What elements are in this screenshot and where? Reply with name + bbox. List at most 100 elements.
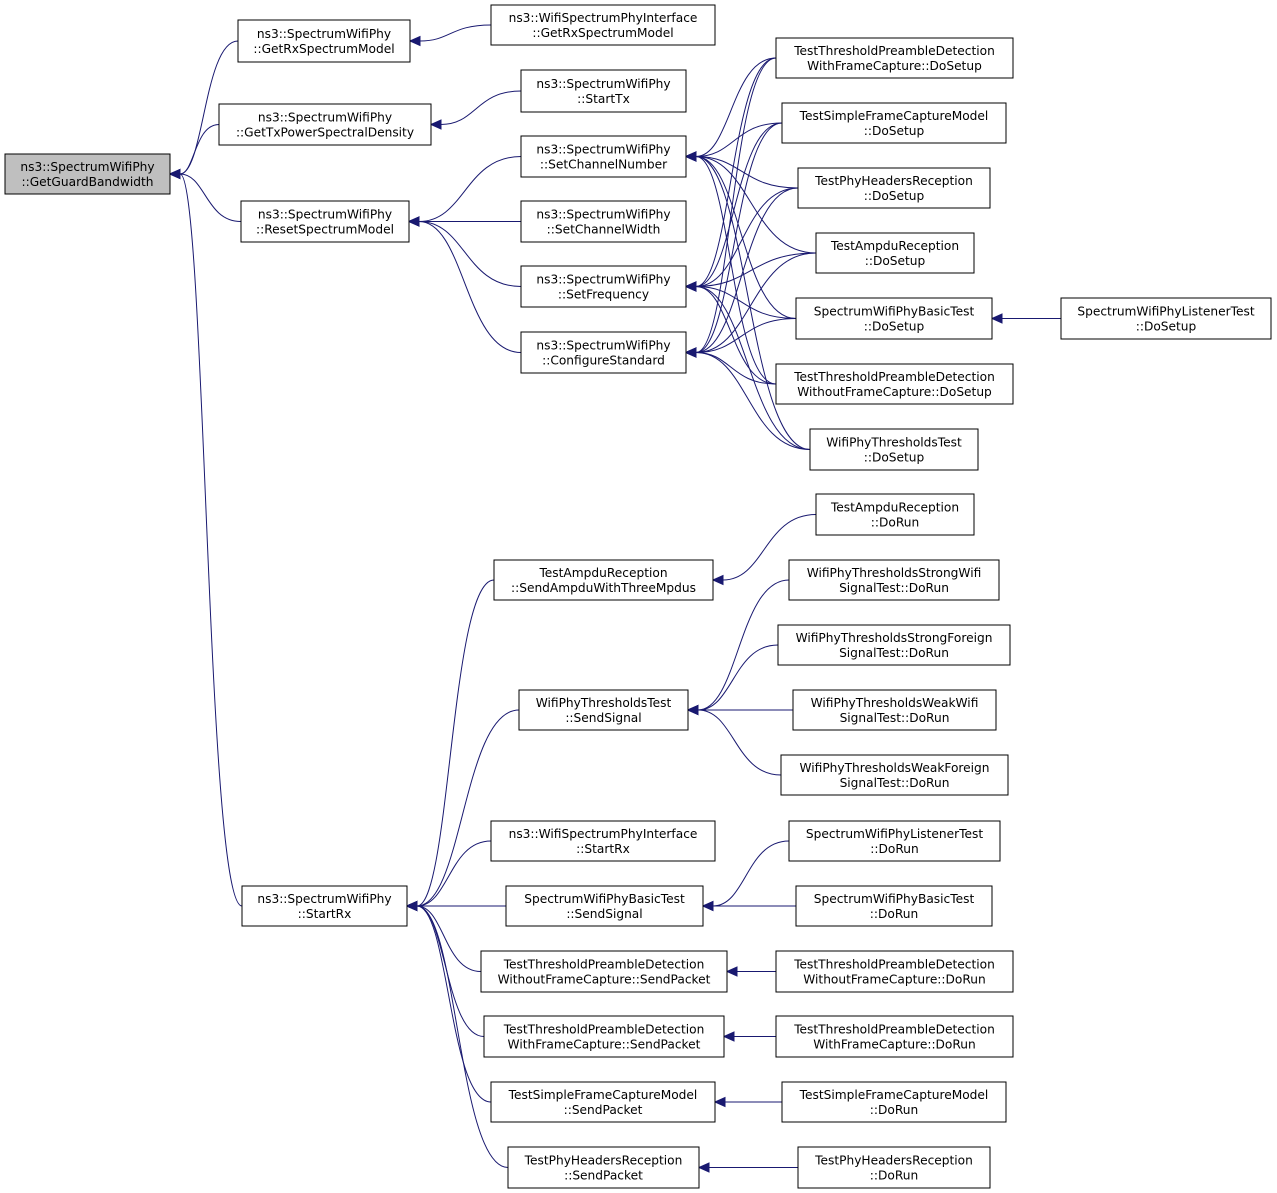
node-label-line: ::SetFrequency (558, 288, 649, 302)
node-label-line: ::SendSignal (566, 907, 642, 921)
node-ttpdwfc-setup[interactable]: TestThresholdPreambleDetectionWithFrameC… (775, 37, 1014, 79)
node-swpbt-run[interactable]: SpectrumWifiPhyBasicTest::DoRun (795, 885, 993, 927)
node-label-line: ns3::SpectrumWifiPhy (536, 339, 670, 353)
node-box (775, 37, 1014, 79)
edge-wptt-setup-to-setfreq (695, 286, 811, 450)
edge-gettxpsd-to-getguard (179, 124, 220, 175)
edge-wptt-setup-to-setchnum (695, 156, 811, 450)
edge-tphr-setup-to-setchnum (695, 156, 799, 189)
edge-tar-setup-to-confstd (695, 252, 817, 353)
edge-setfreq-to-reset (418, 221, 522, 287)
node-swplt-setup[interactable]: SpectrumWifiPhyListenerTest::DoSetup (1060, 297, 1272, 340)
node-tsfcm-send[interactable]: TestSimpleFrameCaptureModel::SendPacket (490, 1081, 716, 1123)
arrowhead (686, 704, 699, 716)
node-ifstartrx[interactable]: ns3::WifiSpectrumPhyInterface::StartRx (490, 820, 716, 862)
node-label-line: SpectrumWifiPhyBasicTest (814, 892, 975, 906)
node-label-line: TestThresholdPreambleDetection (503, 1023, 705, 1037)
node-label-line: ::SendPacket (564, 1169, 643, 1183)
node-label-line: ::SendAmpduWithThreeMpdus (511, 581, 696, 595)
node-ttpdwofc-send[interactable]: TestThresholdPreambleDetectionWithoutFra… (480, 950, 728, 993)
node-ifgetrx[interactable]: ns3::WifiSpectrumPhyInterface::GetRxSpec… (490, 4, 716, 46)
node-label-line: ::DoSetup (865, 254, 926, 268)
arrowhead (722, 1031, 735, 1042)
node-tphr-setup[interactable]: TestPhyHeadersReception::DoSetup (797, 167, 991, 209)
node-box (490, 1081, 716, 1123)
node-label-line: ::DoRun (870, 907, 918, 921)
node-box (241, 885, 408, 927)
node-label-line: ns3::SpectrumWifiPhy (258, 111, 392, 125)
node-setfreq[interactable]: ns3::SpectrumWifiPhy::SetFrequency (520, 265, 687, 308)
node-ttpdwfc-send[interactable]: TestThresholdPreambleDetectionWithFrameC… (483, 1015, 725, 1058)
node-tsfcm-setup[interactable]: TestSimpleFrameCaptureModel::DoSetup (781, 102, 1007, 144)
edge-swpbt-setup-to-setchnum (695, 156, 797, 319)
node-starttx[interactable]: ns3::SpectrumWifiPhy::StartTx (520, 69, 687, 113)
node-wptt-send[interactable]: WifiPhyThresholdsTest::SendSignal (518, 689, 689, 731)
node-tphr-run[interactable]: TestPhyHeadersReception::DoRun (797, 1146, 991, 1189)
node-getguard[interactable]: ns3::SpectrumWifiPhy::GetGuardBandwidth (4, 153, 171, 195)
node-box (4, 153, 171, 195)
node-label-line: ::DoRun (870, 842, 918, 856)
node-label-line: TestPhyHeadersReception (524, 1154, 683, 1168)
node-swpbt-send[interactable]: SpectrumWifiPhyBasicTest::SendSignal (505, 885, 704, 927)
arrowhead (713, 1096, 726, 1108)
node-label-line: ::SetChannelWidth (547, 223, 661, 237)
node-confstd[interactable]: ns3::SpectrumWifiPhy::ConfigureStandard (520, 331, 687, 374)
edge-startrx-to-getguard (179, 173, 243, 907)
node-wptwf-run[interactable]: WifiPhyThresholdsWeakForeignSignalTest::… (780, 754, 1009, 796)
node-label-line: TestSimpleFrameCaptureModel (799, 1088, 989, 1102)
node-label-line: ::GetRxSpectrumModel (532, 26, 673, 40)
node-label-line: ::ResetSpectrumModel (256, 223, 394, 237)
node-label-line: WithFrameCapture::DoSetup (807, 59, 982, 73)
arrowhead (429, 119, 442, 130)
node-label-line: ns3::SpectrumWifiPhy (258, 208, 392, 222)
node-label-line: TestAmpduReception (830, 239, 959, 253)
node-setchnum[interactable]: ns3::SpectrumWifiPhy::SetChannelNumber (520, 135, 687, 178)
node-label-line: SpectrumWifiPhyListenerTest (806, 827, 983, 841)
node-tphr-send[interactable]: TestPhyHeadersReception::SendPacket (507, 1146, 700, 1189)
node-tar-run[interactable]: TestAmpduReception::DoRun (815, 493, 975, 536)
node-label-line: ::DoSetup (864, 451, 925, 465)
node-label-line: SignalTest::DoRun (839, 646, 949, 660)
edge-ttpdwofc-setup-to-setchnum (695, 156, 777, 385)
node-box (520, 200, 687, 243)
node-tar-send[interactable]: TestAmpduReception::SendAmpduWithThreeMp… (493, 559, 714, 601)
arrowhead (697, 1162, 710, 1173)
arrowhead (684, 281, 697, 292)
node-startrx[interactable]: ns3::SpectrumWifiPhy::StartRx (241, 885, 408, 927)
node-label-line: WifiPhyThresholdsStrongForeign (796, 631, 993, 645)
node-setchw[interactable]: ns3::SpectrumWifiPhy::SetChannelWidth (520, 200, 687, 243)
node-label-line: ::DoSetup (864, 320, 925, 334)
edge-ttpdwfc-setup-to-setchnum (695, 57, 777, 157)
node-tsfcm-run[interactable]: TestSimpleFrameCaptureModel::DoRun (781, 1081, 1007, 1123)
node-reset[interactable]: ns3::SpectrumWifiPhy::ResetSpectrumModel (240, 200, 410, 243)
node-label-line: WithoutFrameCapture::DoSetup (797, 385, 992, 399)
node-swpbt-setup[interactable]: SpectrumWifiPhyBasicTest::DoSetup (795, 297, 993, 340)
edge-ifgetrx-to-getrx (419, 24, 492, 42)
node-gettxpsd[interactable]: ns3::SpectrumWifiPhy::GetTxPowerSpectral… (218, 103, 432, 146)
edge-ttpdwfc-setup-to-confstd (695, 57, 777, 353)
graph-nodes: ns3::SpectrumWifiPhy::GetGuardBandwidthn… (4, 4, 1272, 1189)
node-label-line: ::StartRx (298, 907, 352, 921)
node-wptsw-run[interactable]: WifiPhyThresholdsStrongWifiSignalTest::D… (788, 559, 1000, 601)
node-box (1060, 297, 1272, 340)
node-wptsf-run[interactable]: WifiPhyThresholdsStrongForeignSignalTest… (777, 624, 1011, 666)
node-wptt-setup[interactable]: WifiPhyThresholdsTest::DoSetup (809, 428, 979, 471)
node-box (520, 265, 687, 308)
node-ttpdwofc-setup[interactable]: TestThresholdPreambleDetectionWithoutFra… (775, 363, 1014, 405)
node-box (490, 4, 716, 46)
node-label-line: WifiPhyThresholdsTest (826, 436, 962, 450)
node-box (505, 885, 704, 927)
node-wptww-run[interactable]: WifiPhyThresholdsWeakWifiSignalTest::DoR… (792, 689, 997, 731)
edge-wptt-setup-to-confstd (695, 352, 811, 450)
node-tar-setup[interactable]: TestAmpduReception::DoSetup (815, 232, 975, 274)
arrowhead (701, 900, 714, 912)
node-swplt-run[interactable]: SpectrumWifiPhyListenerTest::DoRun (788, 820, 1001, 862)
arrowhead (684, 151, 697, 162)
node-box (507, 1146, 700, 1189)
edge-ttpdwofc-setup-to-setfreq (695, 286, 777, 385)
node-ttpdwfc-run[interactable]: TestThresholdPreambleDetectionWithFrameC… (775, 1015, 1014, 1058)
node-getrx[interactable]: ns3::SpectrumWifiPhy::GetRxSpectrumModel (237, 19, 411, 63)
node-ttpdwofc-run[interactable]: TestThresholdPreambleDetectionWithoutFra… (775, 950, 1014, 993)
node-label-line: TestThresholdPreambleDetection (793, 1023, 995, 1037)
node-label-line: TestPhyHeadersReception (814, 174, 973, 188)
